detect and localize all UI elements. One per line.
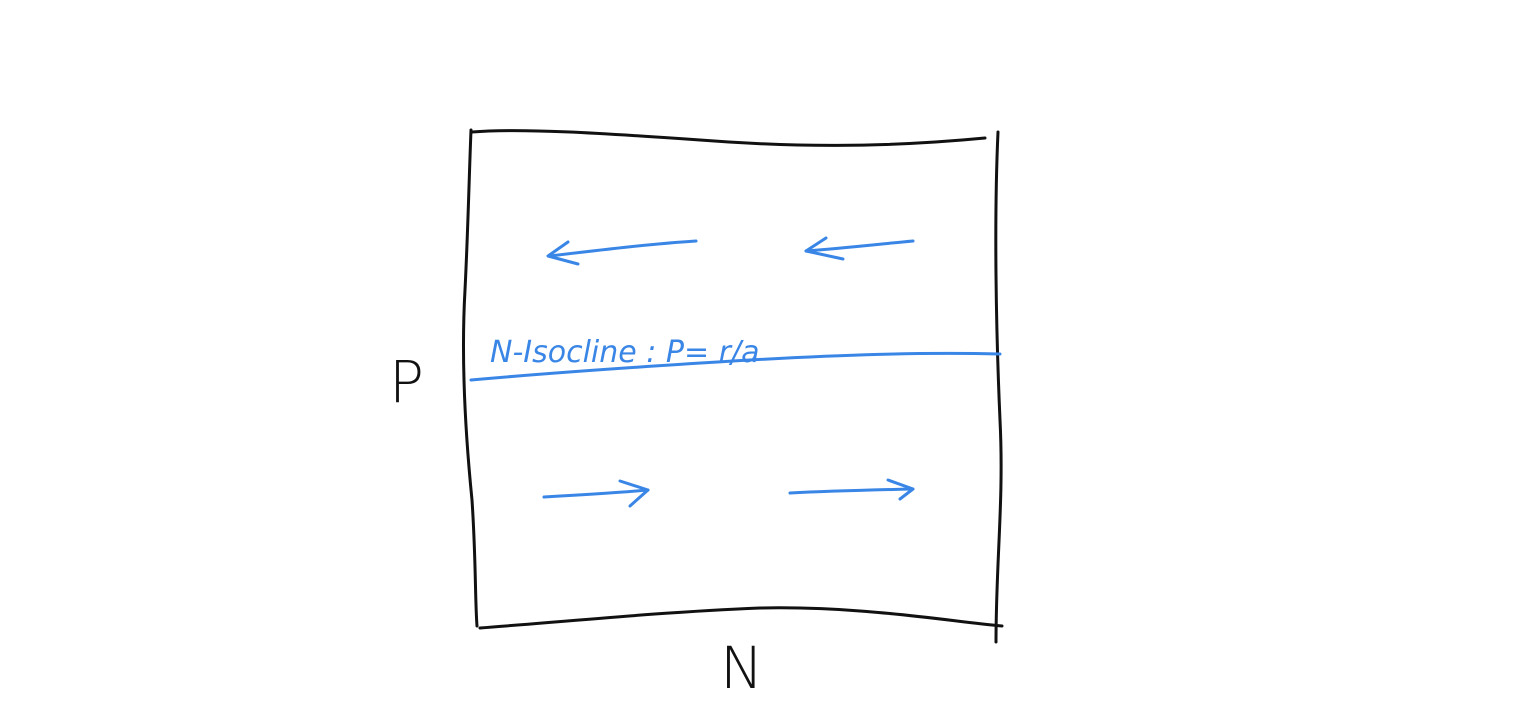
n-isocline-line	[469, 351, 1002, 382]
arrow-right-2-head	[886, 478, 915, 501]
arrow-left-1-head	[546, 240, 580, 266]
arrow-left-2-head	[804, 236, 845, 261]
arrow-left-2	[804, 236, 915, 261]
x-axis-label: N	[720, 634, 763, 702]
arrow-right-1-head	[618, 479, 650, 508]
frame-left-edge	[462, 128, 479, 628]
plot-frame	[462, 128, 1004, 644]
arrow-right-1-shaft	[542, 488, 650, 499]
frame-right-edge	[994, 130, 1003, 644]
arrow-left-1	[546, 239, 698, 266]
arrow-right-2-shaft	[788, 487, 915, 495]
frame-top-edge	[470, 129, 987, 147]
arrow-left-2-shaft	[804, 239, 915, 253]
frame-bottom-edge	[478, 606, 1004, 630]
arrow-left-1-shaft	[548, 239, 698, 258]
isocline-label: N-Isocline : P= r/a	[490, 335, 760, 370]
arrow-right-2	[788, 478, 915, 501]
arrow-right-1	[542, 479, 650, 508]
y-axis-label: P	[389, 348, 424, 416]
